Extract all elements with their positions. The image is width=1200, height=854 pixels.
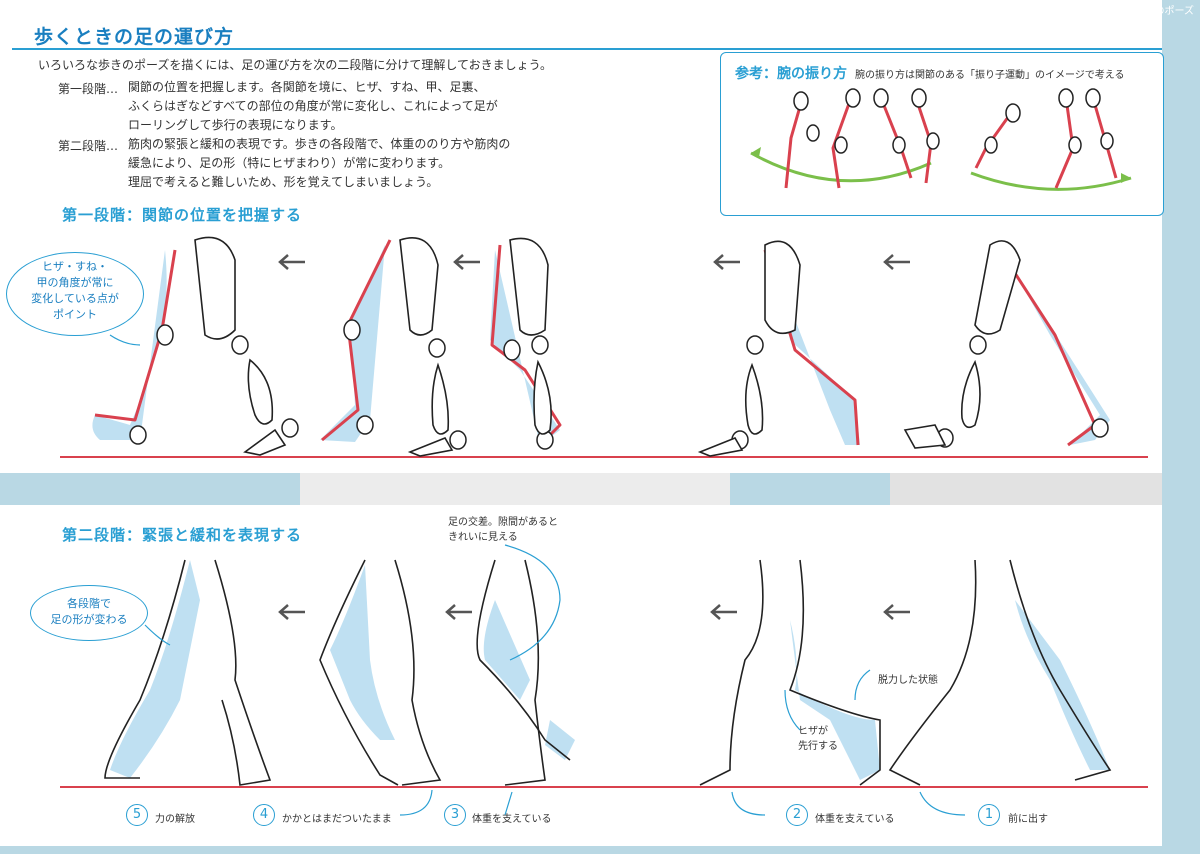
paper-strip (300, 473, 730, 505)
leg-pose-4 (697, 240, 860, 457)
bubble-line: 各段階で (67, 597, 111, 610)
step-number-4: 4 (253, 804, 275, 826)
leg-pose-4-muscle (319, 559, 442, 786)
step-number-1: 1 (978, 804, 1000, 826)
bubble-line: ヒザ・すね・ (42, 260, 108, 273)
arm-pose (784, 91, 820, 189)
section2-bubble: 各段階で 足の形が変わる (30, 585, 148, 641)
step2-line: 理屈で考えると難しいため、形を覚えてしまいましょう。 (128, 175, 439, 189)
leg-pose-1 (92, 236, 299, 456)
arrow-left-icon (883, 254, 910, 270)
step2-line: 緩急により、足の形（特にヒザまわり）が常に変わります。 (128, 156, 451, 170)
pointer-line (784, 689, 801, 731)
arrow-left-icon (278, 254, 305, 270)
pointer-line (144, 624, 171, 646)
swing-arc (970, 171, 1132, 191)
bubble-line: 甲の角度が常に (36, 276, 114, 289)
step-label-2: 体重を支えている (815, 814, 895, 825)
step-number-2: 2 (786, 804, 808, 826)
pointer-line (399, 789, 433, 816)
step-label-3: 体重を支えている (472, 814, 552, 825)
reference-description: 腕の振り方は関節のある「振り子運動」のイメージで考える (855, 70, 1125, 81)
paper-strip (890, 473, 1162, 505)
pointer-line (854, 669, 871, 701)
bubble-line: ポイント (53, 308, 97, 321)
title-underline (12, 14, 1162, 50)
bubble-line: 足の形が変わる (50, 613, 128, 626)
pointer-line (504, 544, 561, 661)
section2-heading: 第二段階：緊張と緩和を表現する (62, 526, 303, 544)
arm-pose (1054, 88, 1082, 189)
leg-pose-1-muscle (888, 559, 1112, 786)
pointer-line (109, 334, 141, 346)
arrow-left-icon (278, 604, 305, 620)
arm-pose (1085, 88, 1118, 179)
leg-pose-3 (490, 237, 562, 450)
arm-pose (974, 103, 1021, 169)
step1-line: 関節の位置を把握します。各関節を境に、ヒザ、すね、甲、足裏、 (128, 80, 486, 94)
annotation-line: 先行する (798, 741, 838, 752)
reference-title: 参考：腕の振り方 (735, 66, 847, 82)
annotation-knee-first: ヒザが 先行する (798, 724, 838, 754)
pointer-line (919, 791, 966, 816)
arm-pose (873, 88, 913, 179)
annotation-crossing: 足の交差。隙間があると きれいに見える (448, 515, 558, 545)
step1-label: 第一段階… (58, 82, 119, 96)
step-number-5: 5 (126, 804, 148, 826)
arrow-left-icon (710, 604, 737, 620)
pointer-line (731, 791, 766, 816)
section1-bubble: ヒザ・すね・ 甲の角度が常に 変化している点が ポイント (6, 252, 144, 336)
step-label-5: 力の解放 (155, 814, 195, 825)
arrow-left-icon (883, 604, 910, 620)
step-label-1: 前に出す (1008, 814, 1048, 825)
leg-pose-5-muscle (104, 559, 272, 786)
arrow-head-icon (1121, 173, 1131, 183)
step-label-4: かかとはまだついたまま (282, 814, 392, 825)
step1-text: 関節の位置を把握します。各関節を境に、ヒザ、すね、甲、足裏、 ふくらはぎなどすべ… (128, 78, 498, 135)
leg-pose-3-muscle (476, 559, 575, 786)
section1-heading: 第一段階：関節の位置を把握する (62, 206, 303, 224)
leg-pose-2 (320, 237, 467, 457)
annotation-line: 足の交差。隙間があると (448, 517, 558, 528)
step2-text: 筋肉の緊張と緩和の表現です。歩きの各段階で、体重ののり方や筋肉の 緩急により、足… (128, 135, 510, 192)
corner-label: 「歩き」のポーズ (1114, 6, 1195, 17)
bottom-panel (0, 505, 1162, 846)
arm-swing-illustration (750, 88, 1132, 191)
annotation-line: ヒザが (798, 726, 828, 737)
annotation-line: きれいに見える (448, 532, 518, 543)
leg-pose-2-muscle (699, 559, 881, 786)
bubble-line: 変化している点が (31, 292, 119, 305)
step1-line: ふくらはぎなどすべての部位の角度が常に変化し、これによって足が (128, 99, 498, 113)
arrow-left-icon (445, 604, 472, 620)
intro-lead: いろいろな歩きのポーズを描くには、足の運び方を次の二段階に分けて理解しておきまし… (38, 58, 552, 72)
reference-box: 参考：腕の振り方 腕の振り方は関節のある「振り子運動」のイメージで考える (720, 52, 1164, 216)
annotation-relaxed: 脱力した状態 (878, 675, 938, 686)
step2-label: 第二段階… (58, 139, 119, 153)
step2-line: 筋肉の緊張と緩和の表現です。歩きの各段階で、体重ののり方や筋肉の (128, 137, 511, 151)
page-title: 歩くときの足の運び方 (34, 26, 235, 48)
step1-line: ローリングして歩行の表現になります。 (128, 118, 343, 132)
leg-pose-5 (903, 240, 1110, 449)
arrow-head-icon (751, 147, 761, 157)
arm-pose (911, 88, 940, 184)
arrow-left-icon (453, 254, 480, 270)
step-number-3: 3 (444, 804, 466, 826)
pointer-line (504, 791, 513, 816)
arrow-left-icon (713, 254, 740, 270)
arm-pose (831, 88, 861, 189)
